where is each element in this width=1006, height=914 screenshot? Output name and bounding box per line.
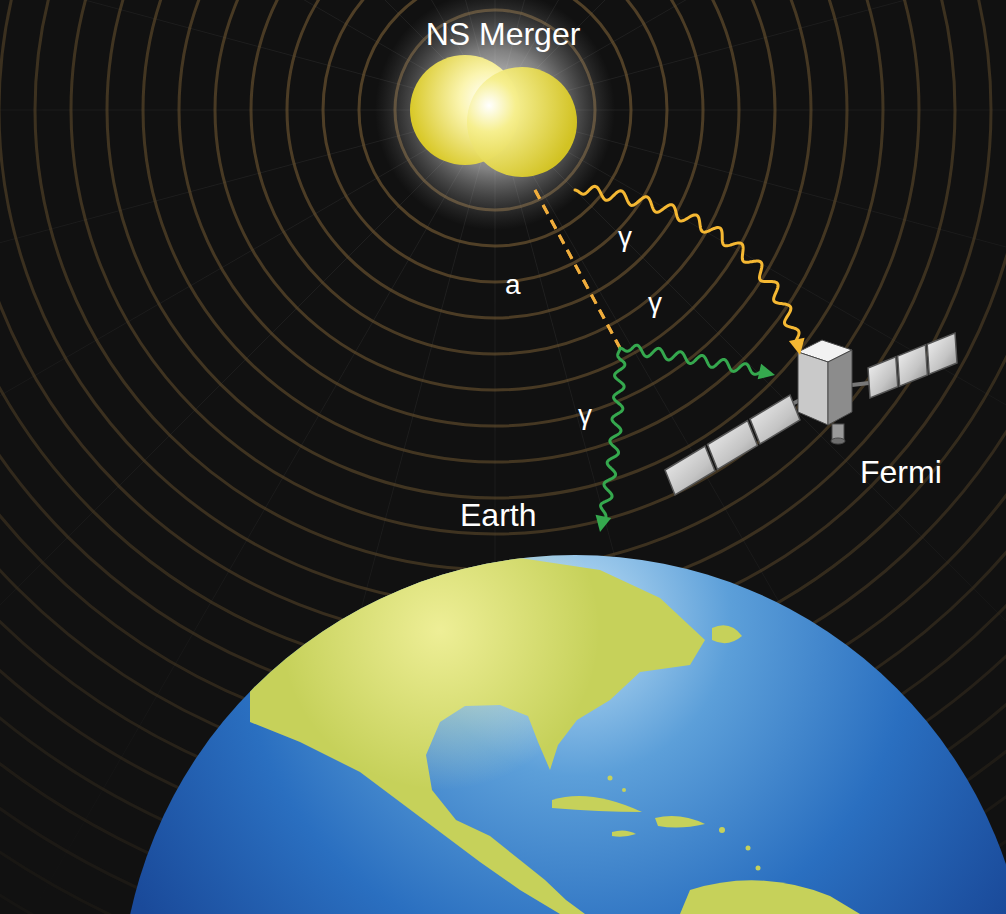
island bbox=[719, 827, 725, 833]
island bbox=[712, 625, 742, 643]
left-solar-wing bbox=[665, 395, 800, 495]
island bbox=[608, 776, 613, 781]
photon-label: γ bbox=[648, 288, 662, 319]
photon-wave bbox=[601, 348, 625, 522]
jamaica bbox=[612, 830, 636, 836]
photon-wave bbox=[575, 186, 799, 345]
merger-node: NS Merger bbox=[400, 15, 606, 190]
south-america bbox=[680, 880, 860, 914]
island bbox=[622, 788, 626, 792]
arrowhead bbox=[596, 515, 612, 532]
continents bbox=[250, 470, 860, 914]
arrowhead bbox=[789, 338, 805, 355]
axion-path bbox=[535, 190, 620, 348]
hispaniola bbox=[655, 816, 705, 828]
island bbox=[756, 866, 761, 871]
satellite-node: Fermi bbox=[775, 355, 960, 495]
axion-photon-connector bbox=[535, 190, 625, 532]
photon-label: γ bbox=[578, 400, 592, 431]
node-label: Earth bbox=[460, 498, 536, 533]
node-label: NS Merger bbox=[400, 17, 606, 52]
axion-path bbox=[535, 190, 620, 348]
neutron-star bbox=[467, 67, 577, 177]
cuba bbox=[552, 796, 642, 812]
photon-wave bbox=[620, 345, 765, 374]
highlight bbox=[280, 470, 600, 790]
photon-label: γ bbox=[618, 222, 632, 253]
satellite-body bbox=[798, 340, 852, 444]
merger-glow bbox=[375, 0, 615, 230]
fermi-satellite bbox=[665, 333, 957, 495]
right-solar-wing bbox=[852, 333, 957, 398]
particle-label: a bbox=[505, 270, 521, 301]
node-label: Fermi bbox=[860, 455, 942, 490]
axion-photon-connector bbox=[535, 190, 775, 379]
island bbox=[746, 846, 751, 851]
earth-globe bbox=[130, 532, 1006, 914]
earth-node: Earth bbox=[130, 532, 1006, 914]
arrowhead bbox=[758, 364, 775, 380]
